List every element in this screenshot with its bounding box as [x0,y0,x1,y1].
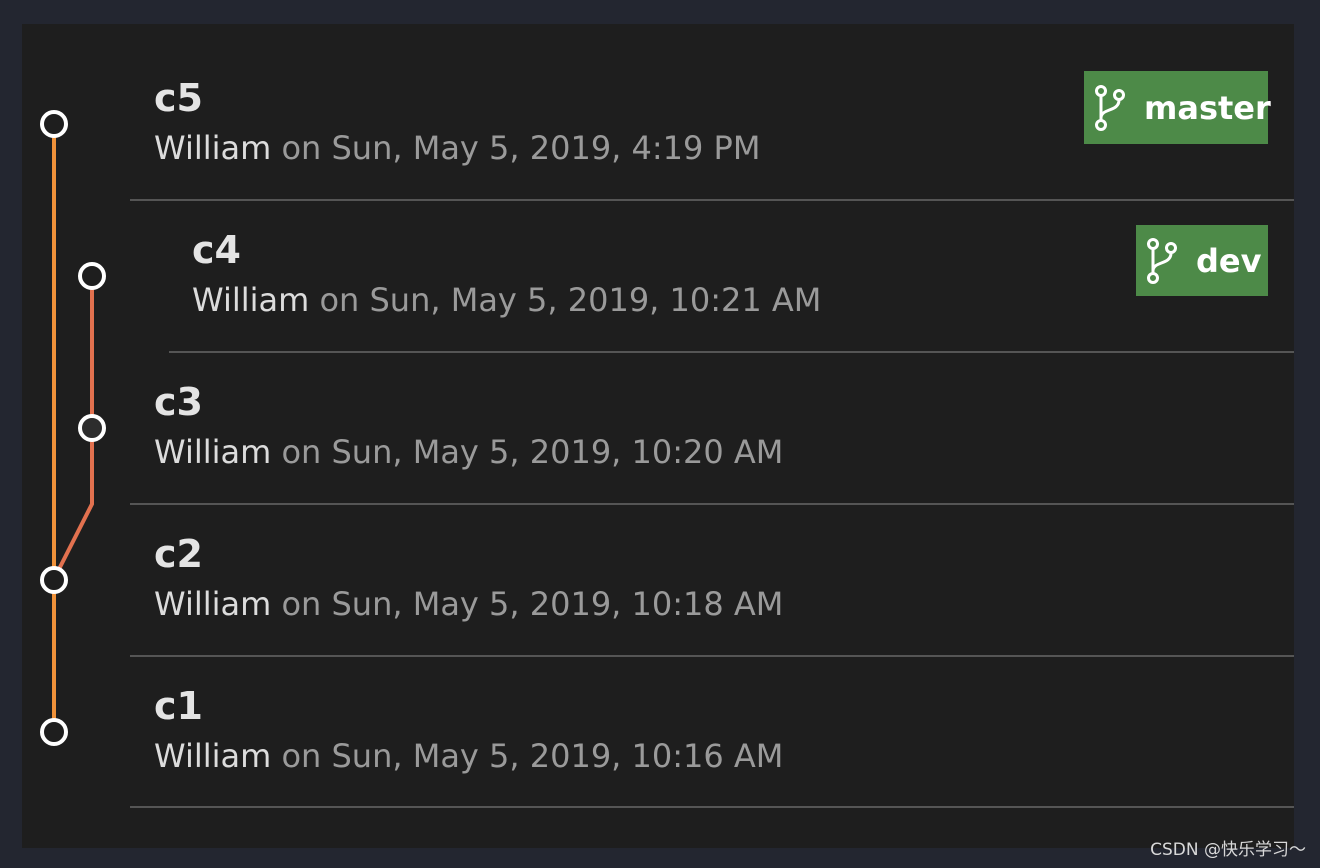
commit-meta: William on Sun, May 5, 2019, 10:18 AM [154,584,783,624]
commit-node-c5[interactable] [40,110,68,138]
row-divider [130,655,1294,657]
commit-date: on Sun, May 5, 2019, 10:18 AM [271,585,784,623]
branch-badge-dev[interactable]: dev [1136,225,1268,296]
commit-author: William [192,281,310,319]
commit-meta: William on Sun, May 5, 2019, 10:20 AM [154,432,783,472]
git-branch-icon [1147,237,1177,284]
commit-date: on Sun, May 5, 2019, 10:20 AM [271,433,784,471]
commit-title: c5 [154,76,203,120]
dev-branch-line [52,276,94,580]
commit-meta: William on Sun, May 5, 2019, 10:21 AM [192,280,821,320]
row-divider [169,351,1294,353]
commit-node-c2[interactable] [40,566,68,594]
branch-badge-label: master [1144,88,1271,127]
commit-date: on Sun, May 5, 2019, 4:19 PM [271,129,761,167]
commit-node-c4[interactable] [78,262,106,290]
commit-meta: William on Sun, May 5, 2019, 4:19 PM [154,128,760,168]
commit-date: on Sun, May 5, 2019, 10:21 AM [309,281,822,319]
commit-date: on Sun, May 5, 2019, 10:16 AM [271,737,784,775]
commit-author: William [154,585,272,623]
commit-history-panel: c5 William on Sun, May 5, 2019, 4:19 PM … [22,24,1294,848]
row-divider [130,503,1294,505]
commit-author: William [154,433,272,471]
watermark: CSDN @快乐学习～ [1150,840,1306,860]
row-divider [130,806,1294,808]
row-divider [130,199,1294,201]
branch-badge-master[interactable]: master [1084,71,1271,144]
commit-author: William [154,737,272,775]
commit-author: William [154,129,272,167]
commit-title: c1 [154,684,203,728]
git-branch-icon [1095,84,1125,131]
commit-title: c3 [154,380,203,424]
branch-badge-label: dev [1196,241,1262,280]
commit-node-c3[interactable] [78,414,106,442]
commit-title: c4 [192,228,241,272]
commit-meta: William on Sun, May 5, 2019, 10:16 AM [154,736,783,776]
commit-graph [40,110,106,746]
commit-title: c2 [154,532,203,576]
commit-node-c1[interactable] [40,718,68,746]
